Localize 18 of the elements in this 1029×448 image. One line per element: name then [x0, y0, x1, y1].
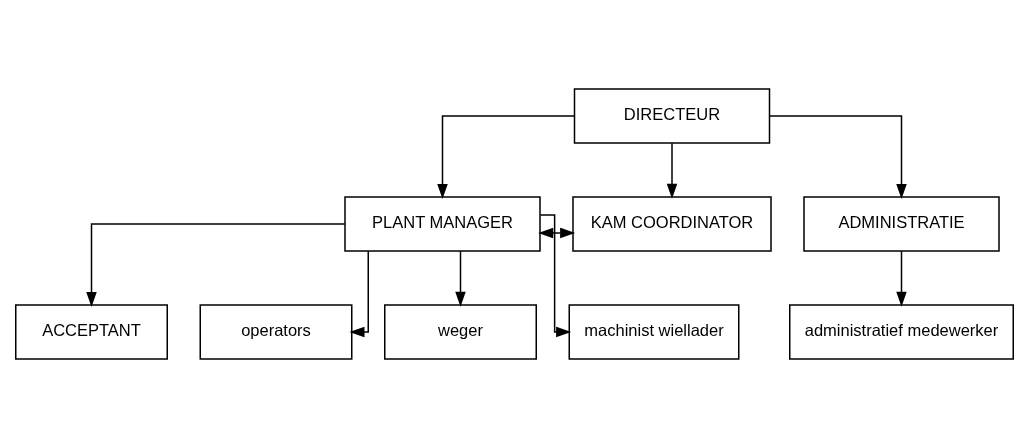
arrow: [538, 227, 576, 239]
arrow: [666, 142, 678, 199]
node-box: PLANT MANAGER: [344, 196, 541, 252]
arrow: [349, 250, 369, 338]
node-box: ACCEPTANT: [15, 304, 168, 360]
arrow: [437, 115, 575, 200]
arrow: [455, 250, 466, 307]
arrow: [86, 223, 346, 308]
arrow: [539, 214, 572, 338]
node-box: DIRECTEUR: [573, 88, 771, 144]
node-box: ADMINISTRATIE: [803, 196, 1000, 252]
node-box: administratief medewerker: [789, 304, 1014, 360]
node-box: KAM COORDINATOR: [572, 196, 772, 252]
node-box: machinist wiellader: [568, 304, 740, 360]
node-box: operators: [199, 304, 353, 360]
node-box: weger: [384, 304, 537, 360]
arrow: [896, 250, 907, 307]
arrow: [769, 115, 907, 200]
